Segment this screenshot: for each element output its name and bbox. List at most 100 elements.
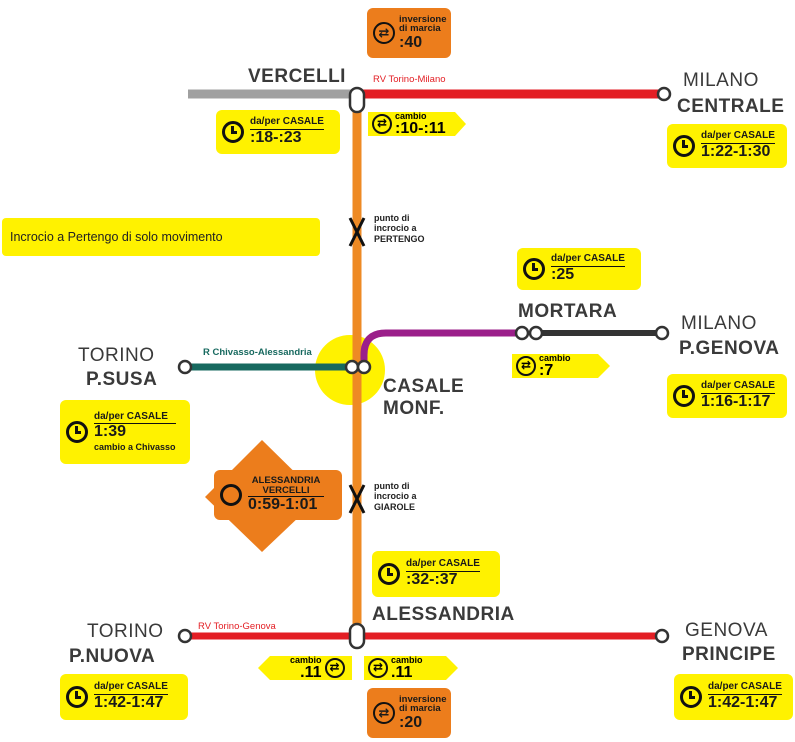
node-milano-genova bbox=[654, 325, 670, 341]
cambio-vercelli-arrow bbox=[368, 112, 466, 136]
cambio-vercelli-label: cambio bbox=[395, 110, 427, 121]
station-milano-centrale-city: MILANO bbox=[683, 70, 759, 91]
node-casale-a bbox=[344, 359, 360, 375]
node-vercelli bbox=[348, 86, 366, 114]
station-casale: CASALE bbox=[383, 376, 465, 397]
clock-icon bbox=[673, 135, 695, 157]
inversion-top-box: ⇄ inversione di marcia :40 bbox=[367, 8, 451, 58]
cambio-alessandria-right-arrow bbox=[364, 656, 458, 680]
time-box-mortara: da/per CASALE :25 bbox=[517, 248, 641, 290]
time-box-genova: da/per CASALE 1:42-1:47 bbox=[674, 674, 793, 720]
label-rv-torino-genova: RV Torino-Genova bbox=[198, 621, 276, 632]
station-milano-genova-city: MILANO bbox=[681, 313, 757, 334]
crossing-giarole-label: punto di incrocio a GIAROLE bbox=[374, 481, 417, 512]
node-casale-b bbox=[356, 359, 372, 375]
label-rv-torino-milano: RV Torino-Milano bbox=[373, 74, 446, 85]
crossing-pertengo-label: punto di incrocio a PERTENGO bbox=[374, 213, 425, 244]
note-pertengo-text: Incrocio a Pertengo di solo movimento bbox=[10, 230, 223, 244]
station-genova-principe: PRINCIPE bbox=[682, 644, 776, 665]
cambio-alessandria-left: cambio .11 ⇄ bbox=[290, 654, 345, 681]
clock-icon bbox=[378, 563, 400, 585]
time-genova-value: 1:42-1:47 bbox=[708, 693, 778, 711]
crossing-giarole-icon bbox=[348, 484, 366, 514]
cambio-icon: ⇄ bbox=[372, 114, 392, 134]
time-milano-centrale-value: 1:22-1:30 bbox=[701, 142, 771, 160]
time-torino-nuova-value: 1:42-1:47 bbox=[94, 693, 164, 711]
cambio-alessandria-right: ⇄ cambio .11 bbox=[368, 654, 423, 681]
cambio-icon: ⇄ bbox=[516, 356, 536, 376]
time-alessandria-vercelli-value: 0:59-1:01 bbox=[248, 496, 318, 514]
time-alessandria-value: :32-:37 bbox=[406, 570, 458, 588]
cambio-alessandria-right-value: .11 bbox=[391, 663, 413, 681]
inversion-top-value: :40 bbox=[399, 33, 423, 51]
station-alessandria: ALESSANDRIA bbox=[372, 604, 515, 625]
node-torino-nuova bbox=[177, 628, 193, 644]
inversion-icon: ⇄ bbox=[373, 22, 395, 44]
station-mortara: MORTARA bbox=[518, 301, 618, 322]
time-torino-susa-header: da/per CASALE bbox=[94, 411, 176, 425]
station-torino-nuova-city: TORINO bbox=[87, 621, 164, 642]
time-box-torino-susa: da/per CASALE 1:39 cambio a Chivasso bbox=[60, 400, 190, 464]
time-box-alessandria: da/per CASALE :32-:37 bbox=[372, 551, 500, 597]
clock-icon bbox=[66, 421, 88, 443]
cambio-vercelli-value: :10-:11 bbox=[395, 119, 446, 137]
clock-icon bbox=[222, 121, 244, 143]
cambio-icon: ⇄ bbox=[324, 658, 345, 678]
time-milano-genova-header: da/per CASALE bbox=[701, 381, 775, 394]
inversion-top-label1: inversione bbox=[399, 13, 447, 25]
inversion-bottom-box: ⇄ inversione di marcia :20 bbox=[367, 688, 451, 738]
line-mortara-purple bbox=[360, 329, 524, 367]
clock-icon bbox=[66, 686, 88, 708]
cambio-icon: ⇄ bbox=[368, 658, 388, 678]
time-milano-genova-value: 1:16-1:17 bbox=[701, 392, 771, 410]
node-genova bbox=[654, 628, 670, 644]
time-box-alessandria-vercelli: ALESSANDRIA VERCELLI 0:59-1:01 bbox=[214, 470, 342, 520]
node-mortara-a bbox=[514, 325, 530, 341]
station-torino-susa-city: TORINO bbox=[78, 345, 155, 366]
node-mortara-b bbox=[528, 325, 544, 341]
note-pertengo-box: Incrocio a Pertengo di solo movimento bbox=[2, 218, 320, 256]
time-genova-header: da/per CASALE bbox=[708, 682, 782, 695]
clock-icon bbox=[523, 258, 545, 280]
station-genova-city: GENOVA bbox=[685, 620, 768, 641]
cambio-mortara-value: :7 bbox=[539, 361, 554, 379]
node-alessandria bbox=[348, 622, 366, 650]
crossing-pertengo-icon bbox=[348, 217, 366, 247]
time-box-milano-centrale: da/per CASALE 1:22-1:30 bbox=[667, 124, 787, 168]
time-mortara-value: :25 bbox=[551, 265, 575, 283]
time-torino-susa-note: cambio a Chivasso bbox=[94, 441, 176, 452]
time-box-milano-genova: da/per CASALE 1:16-1:17 bbox=[667, 374, 787, 418]
clock-icon bbox=[673, 385, 695, 407]
station-milano-centrale: CENTRALE bbox=[677, 96, 785, 117]
time-mortara-header: da/per CASALE bbox=[551, 254, 625, 267]
node-milano-centrale bbox=[656, 86, 672, 102]
inversion-bottom-value: :20 bbox=[399, 713, 423, 731]
clock-icon bbox=[680, 686, 702, 708]
cambio-mortara-arrow bbox=[512, 354, 610, 378]
label-r-chivasso-alessandria: R Chivasso-Alessandria bbox=[203, 347, 312, 358]
station-milano-genova: P.GENOVA bbox=[679, 338, 780, 359]
time-torino-susa-value: 1:39 bbox=[94, 423, 127, 441]
station-torino-nuova: P.NUOVA bbox=[69, 646, 156, 667]
time-milano-centrale-header: da/per CASALE bbox=[701, 131, 775, 144]
cambio-vercelli: ⇄ cambio :10-:11 bbox=[372, 110, 446, 137]
cambio-alessandria-right-label: cambio bbox=[391, 654, 423, 665]
inversion-bottom-label2: di marcia bbox=[399, 703, 441, 715]
inversion-bottom-label1: inversione bbox=[399, 693, 447, 705]
inversion-icon: ⇄ bbox=[373, 702, 395, 724]
node-torino-susa bbox=[177, 359, 193, 375]
station-casale-monf: MONF. bbox=[383, 398, 445, 419]
time-box-torino-nuova: da/per CASALE 1:42-1:47 bbox=[60, 674, 188, 720]
time-vercelli-header: da/per CASALE bbox=[250, 117, 324, 130]
cambio-mortara-label: cambio bbox=[539, 352, 571, 363]
cambio-alessandria-left-value: .11 bbox=[300, 663, 322, 681]
station-torino-susa: P.SUSA bbox=[86, 369, 158, 390]
time-vercelli-value: :18-:23 bbox=[250, 128, 302, 146]
time-alessandria-header: da/per CASALE bbox=[406, 559, 480, 572]
time-alessandria-vercelli-header: ALESSANDRIA VERCELLI bbox=[248, 476, 324, 498]
cambio-alessandria-left-label: cambio bbox=[290, 654, 322, 665]
time-torino-nuova-header: da/per CASALE bbox=[94, 682, 168, 695]
time-box-vercelli: da/per CASALE :18-:23 bbox=[216, 110, 340, 154]
clock-icon bbox=[220, 484, 242, 506]
